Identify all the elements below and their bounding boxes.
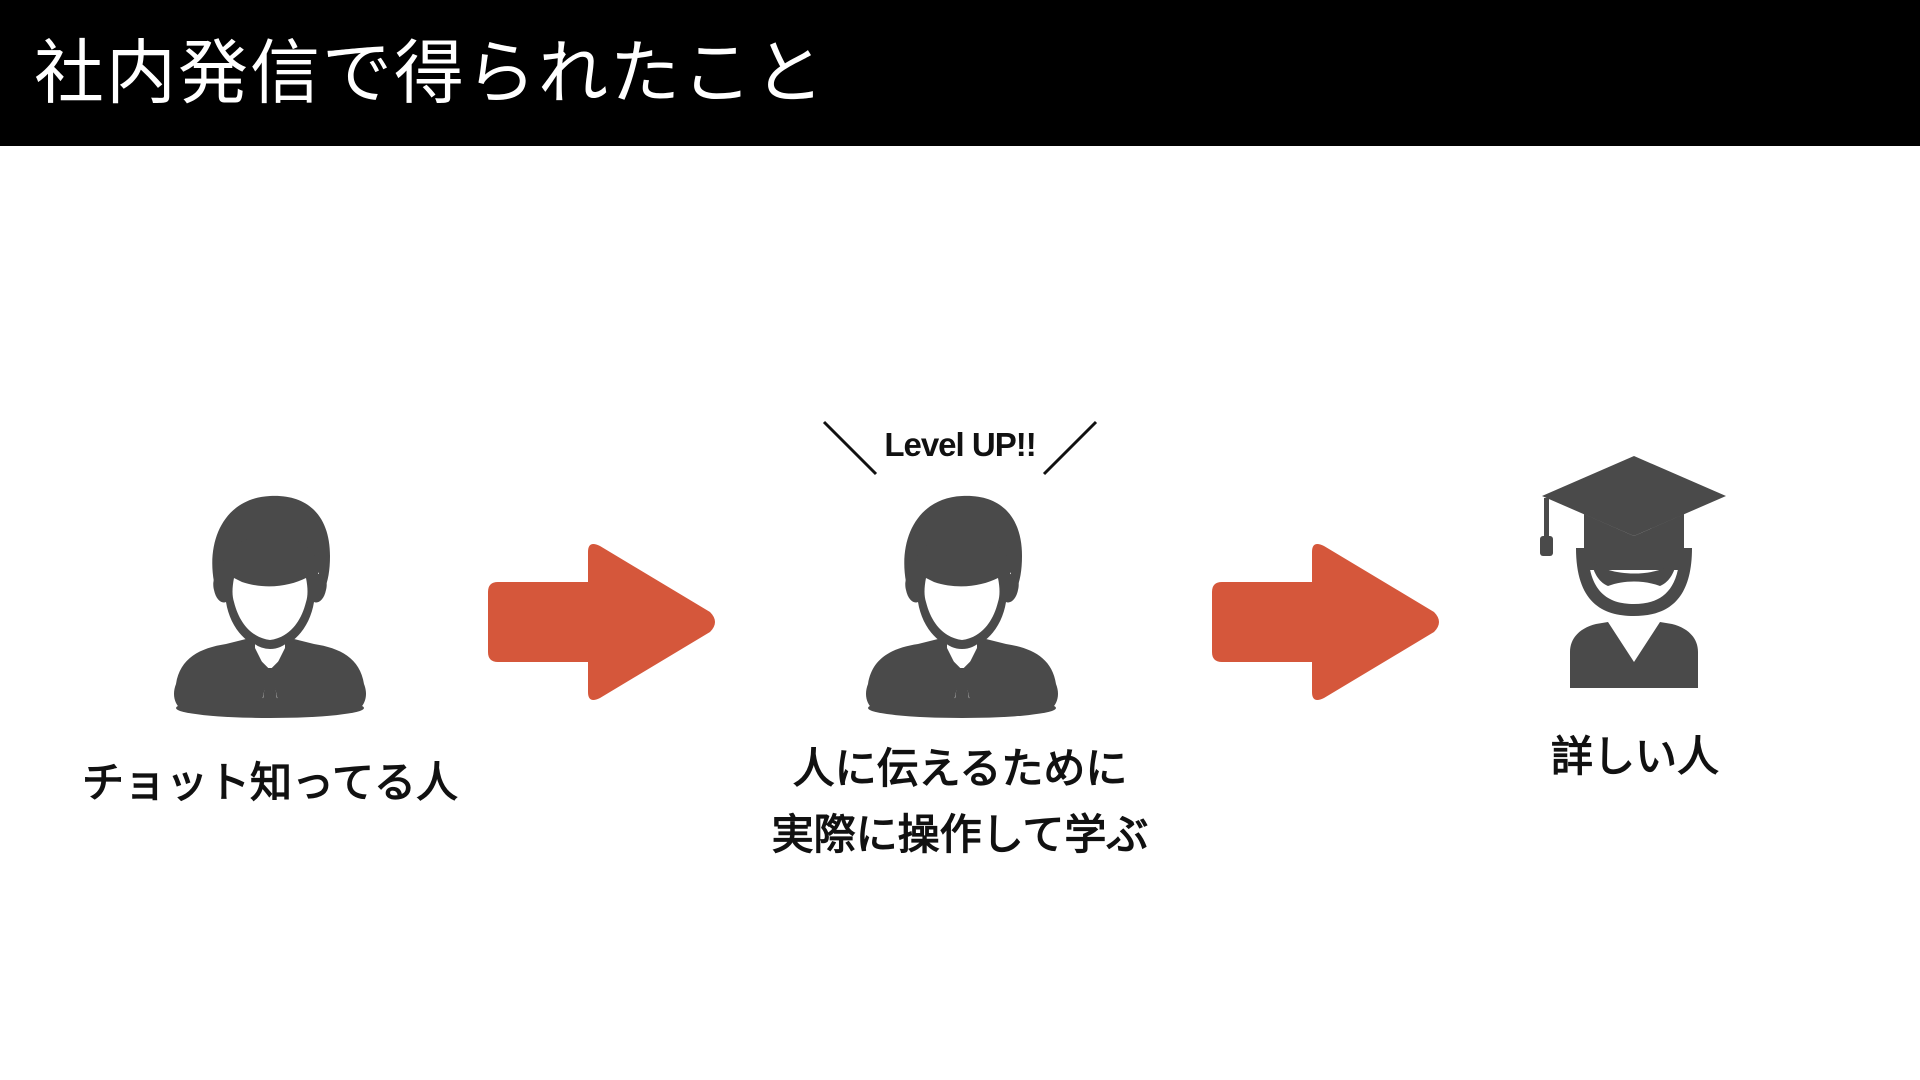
header-bar: 社内発信で得られたこと xyxy=(0,0,1920,146)
stage-1-label-line: チョット知ってる人 xyxy=(82,758,458,807)
right-arrow-icon xyxy=(488,544,715,700)
emphasis-line-right-icon xyxy=(1042,420,1098,476)
slide-title: 社内発信で得られたこと xyxy=(34,32,826,114)
stage-2-label: 人に伝えるために 実際に操作して学ぶ xyxy=(740,736,1180,868)
stage-2-label-line-2: 実際に操作して学ぶ xyxy=(771,810,1149,859)
level-up-badge: Level UP!! xyxy=(820,418,1100,498)
stage-2-label-line-1: 人に伝えるために xyxy=(792,744,1128,793)
stage-1-label: チョット知ってる人 xyxy=(60,750,480,816)
stage-3-label: 詳しい人 xyxy=(1500,724,1770,790)
level-up-text: Level UP!! xyxy=(884,426,1036,463)
businessman-icon xyxy=(866,495,1058,718)
right-arrow-icon xyxy=(1212,544,1439,700)
graduate-icon xyxy=(1540,456,1726,688)
stage-3-label-line: 詳しい人 xyxy=(1550,732,1719,781)
businessman-icon xyxy=(174,495,366,718)
emphasis-line-left-icon xyxy=(822,420,878,476)
